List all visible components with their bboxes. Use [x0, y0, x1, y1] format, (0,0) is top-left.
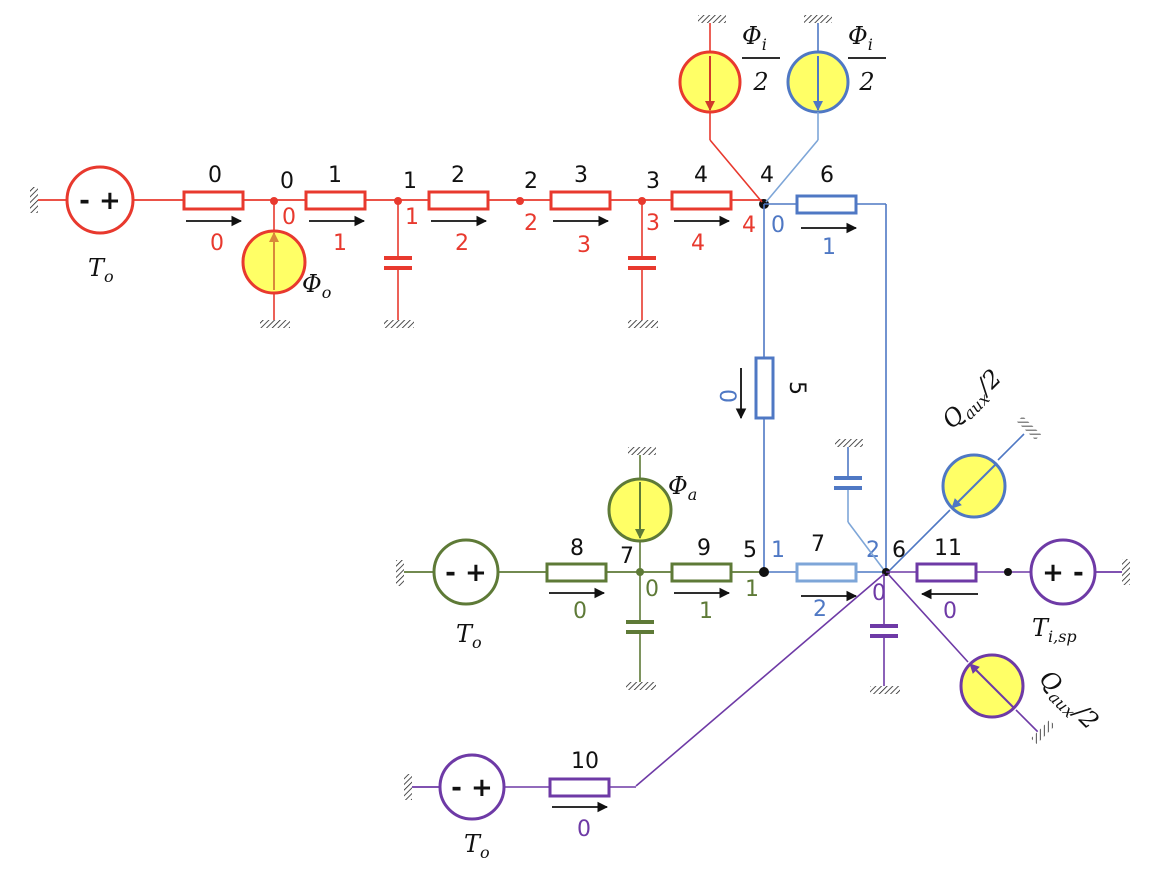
node-2	[516, 197, 524, 205]
node-label: 3	[646, 169, 660, 194]
incidence-label: 0	[872, 581, 886, 606]
resistor-label: 3	[574, 163, 588, 188]
resistor-label: 9	[697, 536, 711, 561]
resistor-9	[670, 562, 733, 583]
ground-hatch	[384, 320, 414, 328]
resistor-3	[549, 190, 612, 211]
incidence-label: 2	[866, 538, 880, 563]
green-chain: - + To 8 9 7 5 0 1 0 1 Φa	[396, 447, 769, 690]
incidence-label: 1	[745, 577, 759, 602]
flow-label: 4	[691, 231, 705, 256]
capacitor	[626, 620, 654, 624]
resistor-8	[545, 562, 608, 583]
resistor-11	[915, 562, 978, 583]
ground-hatch	[628, 320, 658, 328]
flow-label: 1	[699, 599, 713, 624]
source-label-to: To	[88, 254, 114, 286]
incidence-label: 1	[405, 205, 419, 230]
flow-label: 0	[714, 389, 739, 403]
source-label-to: To	[456, 620, 482, 652]
source-label-to: To	[464, 830, 490, 862]
resistor-0	[182, 190, 245, 211]
ground-hatch-right	[1122, 559, 1130, 585]
node-label: 2	[524, 169, 538, 194]
resistor-label: 4	[694, 163, 708, 188]
source-label-ti-sp: Ti,sp	[1032, 614, 1077, 646]
node-label: 7	[620, 544, 634, 569]
incidence-label: 0	[282, 205, 296, 230]
source-label-phi-i: Φi	[742, 22, 767, 54]
resistor-7	[795, 562, 858, 583]
source-denominator: 2	[858, 68, 874, 96]
ground-hatch	[1030, 719, 1056, 745]
resistor-label: 10	[571, 749, 599, 774]
resistor-1	[304, 190, 367, 211]
resistor-4	[670, 190, 733, 211]
flow-label: 1	[822, 235, 836, 260]
resistor-6	[795, 194, 858, 215]
flow-label: 0	[210, 231, 224, 256]
purple-chain: 6 11 + - Ti,sp 0 0 Qaux/2 - + To	[404, 536, 1130, 862]
ground-hatch	[835, 439, 863, 447]
capacitor	[834, 476, 862, 480]
capacitor	[384, 256, 412, 260]
resistor-label: 6	[820, 163, 834, 188]
flow-label: 1	[333, 231, 347, 256]
node-label: 1	[403, 169, 417, 194]
source-polarity: - +	[451, 773, 493, 803]
node-label: 5	[743, 538, 757, 563]
resistor-10	[548, 777, 611, 798]
flow-label: 2	[813, 597, 827, 622]
blue-chain: Φi 2 6 0 1 5 0 7 1 2 2	[714, 15, 1042, 622]
flow-label: 0	[577, 817, 591, 842]
node-label: 4	[760, 163, 774, 188]
resistor-label: 8	[570, 536, 584, 561]
incidence-label: 3	[646, 211, 660, 236]
incidence-label: 1	[771, 538, 785, 563]
resistor-label: 5	[784, 381, 809, 395]
incidence-label: 0	[771, 213, 785, 238]
source-label-phi-a: Φa	[668, 472, 697, 504]
resistor-5	[754, 356, 775, 420]
ground-hatch	[698, 15, 726, 23]
ground-hatch	[1016, 415, 1042, 441]
ground-hatch	[804, 15, 832, 23]
capacitor	[628, 256, 656, 260]
source-polarity: - +	[445, 558, 487, 588]
resistor-label: 1	[328, 163, 342, 188]
resistor-label: 2	[451, 163, 465, 188]
flow-label: 0	[573, 599, 587, 624]
node-label: 6	[892, 538, 906, 563]
capacitor	[870, 624, 898, 628]
flow-label: 3	[577, 233, 591, 258]
incidence-label: 2	[524, 211, 538, 236]
resistor-label: 0	[208, 163, 222, 188]
incidence-label: 0	[645, 577, 659, 602]
ground-hatch-left-red	[30, 187, 38, 213]
source-denominator: 2	[752, 68, 768, 96]
ground-hatch	[260, 320, 290, 328]
ground-hatch	[628, 447, 656, 455]
ground-hatch-left-purple	[404, 774, 412, 800]
source-label-phi-i: Φi	[848, 22, 873, 54]
flow-label: 0	[943, 599, 957, 624]
ground-hatch-left-green	[396, 560, 404, 586]
incidence-label: 4	[742, 213, 756, 238]
ground-hatch	[870, 686, 900, 694]
resistor-2	[427, 190, 490, 211]
source-label-q-aux: Qaux/2	[1031, 664, 1104, 737]
node-5	[759, 567, 769, 577]
source-polarity: - +	[79, 186, 121, 216]
source-polarity: + -	[1042, 558, 1084, 588]
resistor-label: 7	[811, 532, 825, 557]
source-label-q-aux: Qaux/2	[936, 364, 1009, 437]
source-label-phi-o: Φo	[302, 270, 331, 302]
ground-hatch	[626, 682, 656, 690]
flow-label: 2	[455, 231, 469, 256]
resistor-label: 11	[934, 536, 962, 561]
red-chain: - + To 0 1 2 3 4 0 1 2 3 4 0 1 2 3 4 0 1	[30, 15, 780, 328]
node-label: 0	[280, 169, 294, 194]
